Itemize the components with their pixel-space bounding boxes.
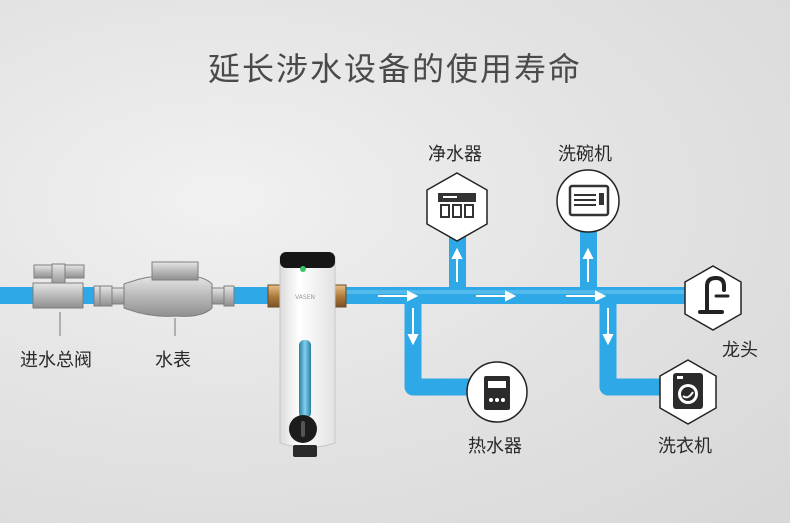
dishwasher-icon [568,184,610,217]
water-meter [99,261,235,336]
purifier-node [426,172,488,242]
dishwasher-node [556,169,620,233]
water-meter-label: 水表 [155,350,191,371]
filter-brand-label: VASEN [295,294,315,301]
washing-machine-node [659,359,717,425]
main-valve-label: 进水总阀 [20,350,92,371]
faucet-label: 龙头 [722,340,758,361]
water-heater-icon [484,376,510,410]
main-valve [32,263,105,336]
flow-arrow-main-1 [378,290,419,302]
faucet-icon [698,275,730,314]
water-purifier-icon [438,193,476,218]
purifier-label: 净水器 [428,144,482,165]
flow-arrow-dishwasher [582,247,594,282]
flow-arrow-heater [407,308,419,346]
flow-arrow-main-3 [566,290,607,302]
water-heater-node [466,361,528,423]
flow-arrow-main-2 [476,290,517,302]
washing-machine-icon [673,373,703,409]
flow-arrows [378,247,614,346]
dishwasher-label: 洗碗机 [558,144,612,165]
water-heater-label: 热水器 [468,436,522,457]
pre-filter-unit [267,252,347,457]
flow-arrow-purifier [451,247,463,282]
washing-machine-label: 洗衣机 [658,436,712,457]
washing-machine-branch-pipe [599,300,664,396]
faucet-node [684,265,742,331]
water-heater-branch-pipe [404,300,470,396]
page-title: 延长涉水设备的使用寿命 [207,50,582,88]
flow-arrow-washer [602,308,614,346]
